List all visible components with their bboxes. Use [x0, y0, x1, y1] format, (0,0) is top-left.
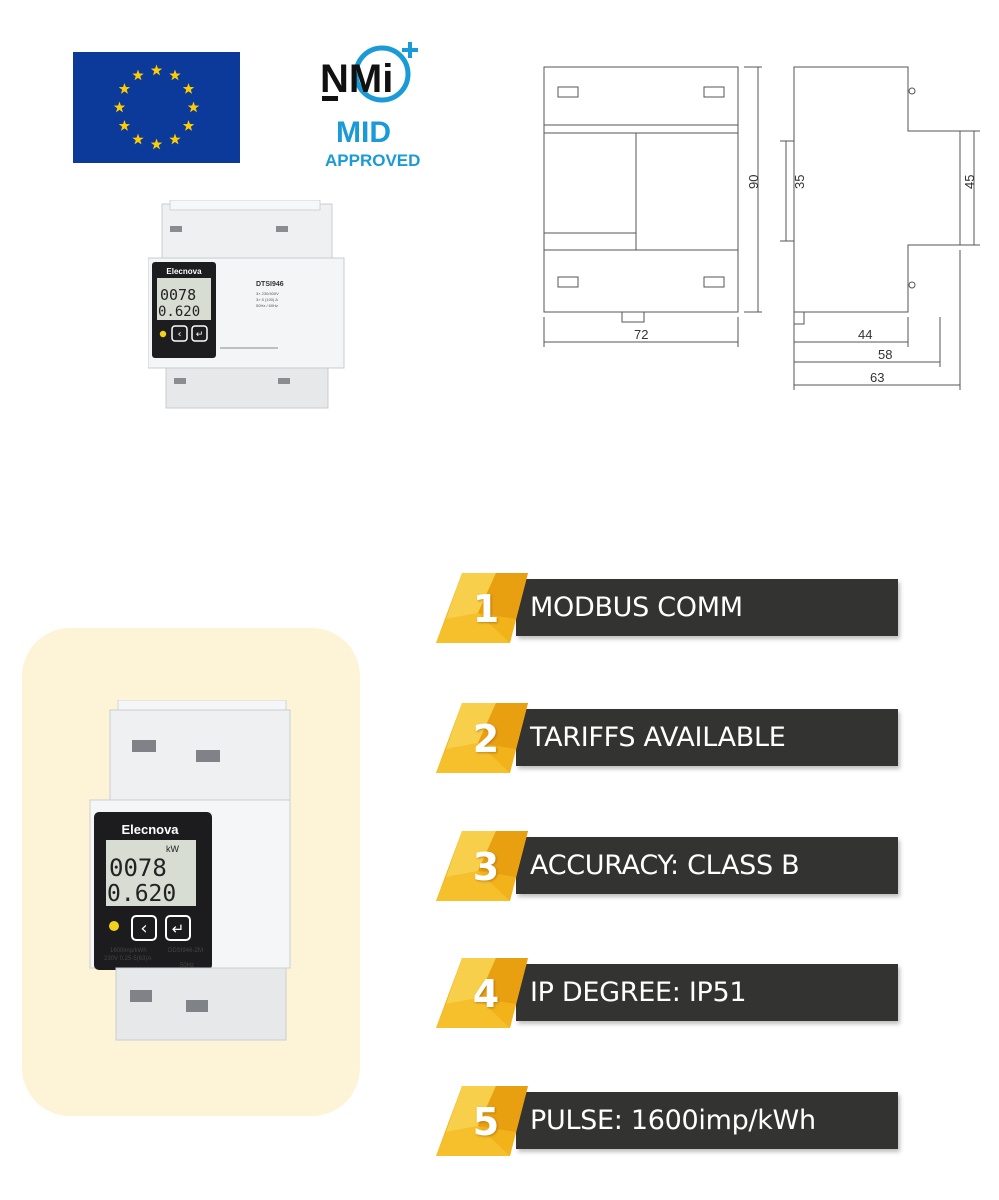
- feature-bar: [516, 709, 898, 766]
- feature-bar: [516, 837, 898, 894]
- meter-large-voltage: 230V 0.25-5(63)A: [104, 956, 151, 962]
- nmi-mid-approved-logo: NMi MID APPROVED: [320, 42, 420, 170]
- meter-small-spec-1: 3× 230/400V: [256, 291, 279, 296]
- feature-item: 4 IP DEGREE: IP51: [436, 958, 906, 1028]
- feature-label: PULSE: 1600imp/kWh: [530, 1105, 816, 1136]
- eu-star-icon: [169, 133, 181, 145]
- feature-bar: [516, 964, 898, 1021]
- meter-large-pulse: 1600imp/kWh: [110, 948, 147, 954]
- feature-number: 3: [472, 845, 500, 889]
- meter-large-unit: kW: [166, 844, 180, 854]
- feature-number: 1: [472, 587, 500, 631]
- dim-height-90: 90: [746, 175, 761, 189]
- dim-44: 44: [858, 327, 872, 342]
- meter-large-display-line1: 0078: [109, 854, 167, 882]
- gold-number-badge-icon: [436, 703, 528, 773]
- dimension-drawing-front: 90 72: [543, 66, 762, 347]
- gold-number-badge-icon: [436, 958, 528, 1028]
- feature-item: 5 PULSE: 1600imp/kWh: [436, 1086, 906, 1156]
- feature-number: 4: [472, 972, 500, 1016]
- dim-63: 63: [870, 370, 884, 385]
- gold-number-badge-icon: [436, 831, 528, 901]
- feature-label: MODBUS COMM: [530, 592, 743, 623]
- meter-small-display-line2: 0.620: [158, 304, 200, 320]
- feature-item: 1 MODBUS COMM: [436, 573, 906, 643]
- svg-text:↵: ↵: [196, 330, 204, 340]
- meter-small-spec-2: 3× 5 (100) A: [256, 297, 278, 302]
- meter-small-spec-3: 50Hz / 60Hz: [256, 303, 278, 308]
- feature-item: 2 TARIFFS AVAILABLE: [436, 703, 906, 773]
- approved-text: APPROVED: [325, 151, 420, 170]
- dim-45: 45: [962, 175, 977, 189]
- eu-star-icon: [187, 101, 200, 113]
- meter-product-image-large: Elecnova kW 0078 0.620 ‹ ↵ 1600imp/kWh D…: [89, 700, 291, 1041]
- gold-number-badge-icon: [436, 1086, 528, 1156]
- eu-star-icon: [182, 120, 195, 131]
- feature-number: 2: [472, 717, 500, 761]
- meter-small-brand: Elecnova: [166, 267, 202, 276]
- dimension-drawing-side: 35 45 44 58 63: [780, 66, 980, 390]
- meter-small-model: DTSI946: [256, 281, 284, 288]
- meter-large-model: DDSI946-ZM: [168, 948, 203, 954]
- dim-width-72: 72: [634, 327, 648, 342]
- eu-star-icon: [118, 120, 131, 131]
- eu-flag-icon: [73, 52, 240, 163]
- feature-label: ACCURACY: CLASS B: [530, 850, 800, 881]
- meter-large-brand: Elecnova: [121, 822, 179, 837]
- feature-bar: [516, 579, 898, 636]
- eu-star-icon: [132, 69, 144, 81]
- meter-product-image-small: Elecnova 0078 0.620 ‹ ↵ DTSI946 3× 230/4…: [148, 200, 345, 409]
- dim-35: 35: [792, 175, 807, 189]
- eu-star-icon: [150, 64, 163, 76]
- eu-star-icon: [182, 83, 195, 94]
- meter-large-display-line2: 0.620: [107, 881, 176, 907]
- meter-small-display-line1: 0078: [160, 286, 196, 304]
- eu-star-icon: [113, 101, 126, 113]
- mid-text: MID: [336, 116, 391, 149]
- feature-bar: [516, 1092, 898, 1149]
- eu-star-icon: [118, 83, 131, 94]
- svg-text:‹: ‹: [140, 918, 147, 939]
- svg-text:↵: ↵: [172, 920, 185, 938]
- dim-58: 58: [878, 347, 892, 362]
- feature-label: IP DEGREE: IP51: [530, 977, 747, 1008]
- svg-text:‹: ‹: [178, 329, 182, 340]
- feature-number: 5: [472, 1100, 500, 1144]
- feature-label: TARIFFS AVAILABLE: [530, 722, 786, 753]
- eu-star-icon: [150, 138, 163, 150]
- eu-star-icon: [169, 69, 181, 81]
- eu-star-icon: [132, 133, 144, 145]
- meter-large-freq: 50Hz: [180, 963, 194, 969]
- feature-item: 3 ACCURACY: CLASS B: [436, 831, 906, 901]
- gold-number-badge-icon: [436, 573, 528, 643]
- nmi-text: NMi: [320, 57, 393, 101]
